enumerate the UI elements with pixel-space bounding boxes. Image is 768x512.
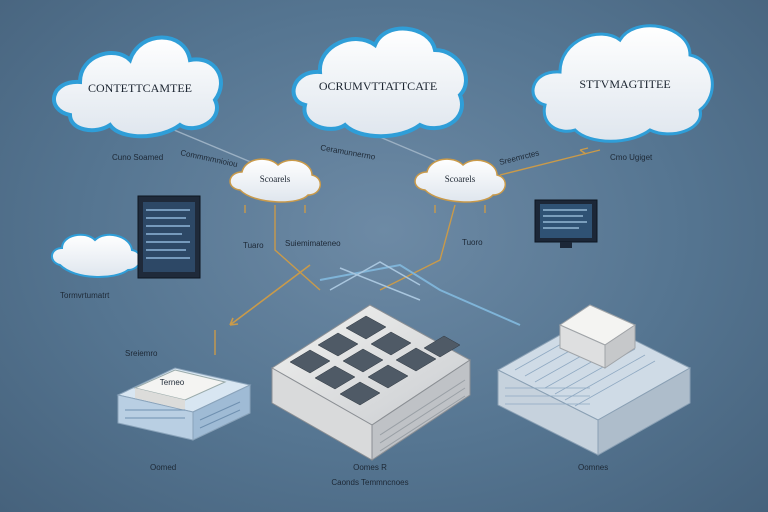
label-tiny-right: Tuoro bbox=[462, 238, 483, 247]
cloud-right-title: STTVMAGTITEE bbox=[579, 77, 670, 91]
node-cloud-left-label: Scoarels bbox=[260, 174, 291, 184]
server-block-center-caption-bottom: Caonds Temmncnoes bbox=[331, 478, 408, 487]
arrow-text-left: Commmmnioiou bbox=[180, 148, 239, 169]
cloud-right: STTVMAGTITEE bbox=[531, 24, 714, 143]
server-block-center bbox=[271, 304, 471, 461]
server-block-right bbox=[496, 304, 692, 456]
crossing-line-2 bbox=[339, 267, 421, 301]
cloud-center-title: OCRUMVTTATTCATE bbox=[319, 79, 437, 93]
label-mid: Suiemimateneo bbox=[285, 239, 341, 248]
arrow-text-right: Ceramunnermo bbox=[320, 143, 377, 162]
arrow-head-left bbox=[229, 317, 239, 326]
cloud-left-caption: Cuno Soamed bbox=[112, 153, 163, 162]
arrow-head-right bbox=[579, 147, 589, 155]
crossing-line bbox=[329, 261, 421, 291]
cloud-small-left bbox=[51, 233, 142, 278]
cloud-right-caption: Cmo Ugiget bbox=[610, 153, 653, 162]
node-cloud-right-label: Scoarels bbox=[445, 174, 476, 184]
arrow-text-far: Sreemrctes bbox=[498, 148, 540, 167]
server-box-left: Terneo bbox=[116, 367, 252, 441]
left-stack-label: Sreiemro bbox=[125, 349, 158, 358]
server-box-left-caption: Oomed bbox=[150, 463, 176, 472]
label-tiny-left: Tuaro bbox=[243, 241, 264, 250]
monitor-right bbox=[534, 199, 598, 248]
line-node-left-down bbox=[274, 205, 321, 291]
arrow-to-right-box bbox=[319, 263, 521, 326]
cloud-center: OCRUMVTTATTCATE bbox=[291, 26, 468, 139]
node-cloud-right: Scoarels bbox=[414, 158, 506, 203]
cloud-left-title: CONTETTCAMTEE bbox=[88, 81, 192, 95]
line-node-right-down bbox=[379, 204, 456, 291]
small-cloud-caption: Tormvrtumatrt bbox=[60, 291, 110, 300]
server-box-left-tag: Terneo bbox=[160, 378, 185, 387]
arrow-to-left-box bbox=[229, 264, 311, 326]
line-right-cloud-to-node bbox=[499, 149, 601, 176]
monitor-left bbox=[137, 195, 201, 279]
node-ticks bbox=[244, 205, 486, 213]
cloud-left: CONTETTCAMTEE bbox=[52, 35, 223, 139]
node-cloud-left: Scoarels bbox=[229, 158, 321, 203]
server-block-right-caption: Oomnes bbox=[578, 463, 608, 472]
server-block-center-caption-top: Oomes R bbox=[353, 463, 387, 472]
